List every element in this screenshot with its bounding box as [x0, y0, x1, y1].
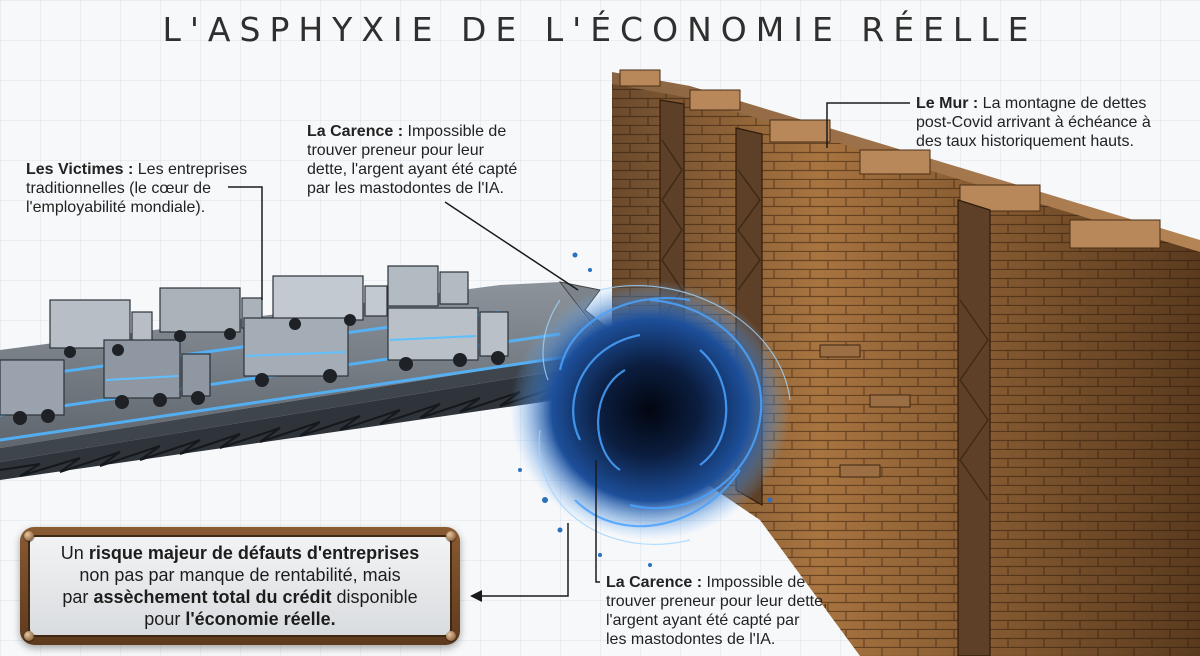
callout-shortage-bottom-line: l'argent ayant été capté par: [606, 612, 800, 629]
rivet-icon: [24, 531, 34, 541]
callout-victims-line: Les entreprises: [137, 161, 248, 178]
callout-shortage-top: La Carence : Impossible de trouver prene…: [307, 122, 567, 198]
callout-shortage-bottom-line: trouver preneur pour leur dette,: [606, 593, 828, 610]
conclusion-plaque: Un risque majeur de défauts d'entreprise…: [20, 527, 460, 645]
callout-victims-line: l'employabilité mondiale).: [26, 199, 206, 216]
callout-shortage-bottom-label: La Carence :: [606, 574, 703, 591]
plaque-text-fragment: pour: [144, 609, 186, 629]
callout-wall: Le Mur : La montagne de dettes post-Covi…: [916, 94, 1186, 151]
callout-victims-label: Les Victimes :: [26, 161, 134, 178]
plaque-text-fragment: disponible: [331, 587, 418, 607]
debt-wall: [612, 69, 1200, 656]
callout-wall-line: post-Covid arrivant à échéance à: [916, 114, 1151, 131]
plaque-text-fragment: Un: [60, 543, 89, 563]
callout-shortage-bottom-line: les mastodontes de l'IA.: [606, 631, 776, 648]
rivet-icon: [446, 631, 456, 641]
plaque-text-fragment: non pas par manque de rentabilité, mais: [79, 565, 401, 585]
callout-shortage-top-line: Impossible de: [407, 123, 507, 140]
trucks: [0, 265, 509, 425]
callout-wall-line: La montagne de dettes: [982, 95, 1147, 112]
callout-shortage-top-line: par les mastodontes de l'IA.: [307, 180, 504, 197]
callout-wall-line: des taux historiquement hauts.: [916, 133, 1134, 150]
page-title: L'ASPHYXIE DE L'ÉCONOMIE RÉELLE: [162, 10, 1038, 49]
rivet-icon: [446, 531, 456, 541]
plaque-text-bold: risque majeur de défauts d'entreprises: [88, 543, 420, 563]
rivet-icon: [24, 631, 34, 641]
callout-shortage-bottom-line: Impossible de: [706, 574, 806, 591]
plaque-text-bold: l'économie réelle.: [185, 609, 336, 629]
credit-vortex: [510, 252, 791, 567]
plaque-text: Un risque majeur de défauts d'entreprise…: [28, 535, 452, 637]
callout-victims: Les Victimes : Les entreprises tradition…: [26, 160, 266, 217]
callout-wall-label: Le Mur :: [916, 95, 979, 112]
plaque-text-fragment: par: [62, 587, 94, 607]
callout-shortage-top-label: La Carence :: [307, 123, 404, 140]
callout-shortage-bottom: La Carence : Impossible de trouver prene…: [606, 573, 866, 649]
leader-lines: [228, 102, 910, 602]
plaque-text-bold: assèchement total du crédit: [93, 587, 332, 607]
callout-shortage-top-line: dette, l'argent ayant été capté: [307, 161, 518, 178]
callout-shortage-top-line: trouver preneur pour leur: [307, 142, 484, 159]
callout-victims-line: traditionnelles (le cœur de: [26, 180, 211, 197]
